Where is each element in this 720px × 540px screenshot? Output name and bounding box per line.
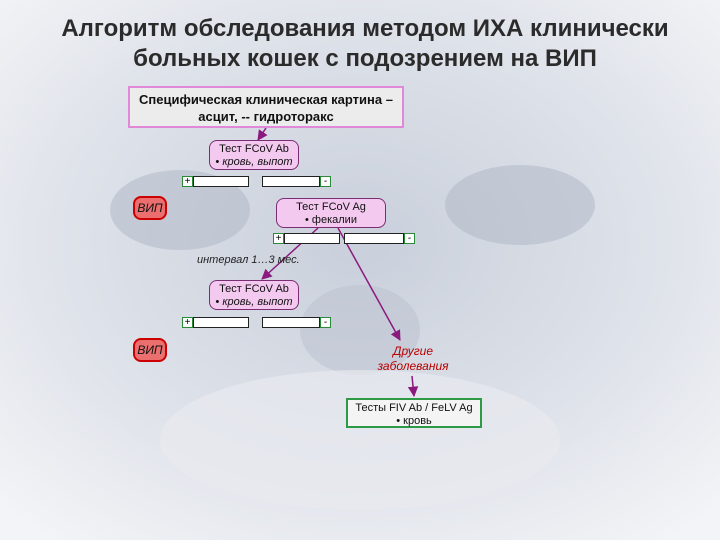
result-bar <box>193 317 249 328</box>
result-bar <box>262 317 320 328</box>
result-bar <box>344 233 404 244</box>
test-sample: • кровь, выпот <box>210 296 298 309</box>
other-diseases-label: Другие заболевания <box>370 344 456 374</box>
vip-result-box-1: ВИП <box>133 196 167 220</box>
positive-sign: + <box>182 317 193 328</box>
test-name: Тесты FIV Ab / FeLV Ag <box>348 402 480 415</box>
result-bar <box>284 233 340 244</box>
negative-sign: - <box>320 317 331 328</box>
test-sample: • кровь, выпот <box>210 156 298 169</box>
positive-sign: + <box>273 233 284 244</box>
interval-label: интервал 1…3 мес. <box>197 254 300 266</box>
vip-result-box-2: ВИП <box>133 338 167 362</box>
clinical-picture-box: Специфическая клиническая картина – асци… <box>128 86 404 128</box>
positive-sign: + <box>182 176 193 187</box>
test-name: Тест FCoV Ab <box>210 283 298 296</box>
result-bar <box>193 176 249 187</box>
fiv-felv-test-box: Тесты FIV Ab / FeLV Ag • кровь <box>346 398 482 428</box>
test-name: Тест FCoV Ag <box>277 201 385 214</box>
test-sample: • кровь <box>348 415 480 428</box>
negative-sign: - <box>404 233 415 244</box>
test-fcov-ag-box: Тест FCoV Ag • фекалии <box>276 198 386 228</box>
test-fcov-ab-box-2: Тест FCoV Ab • кровь, выпот <box>209 280 299 310</box>
test-name: Тест FCoV Ab <box>210 143 298 156</box>
result-bar <box>262 176 320 187</box>
page-title: Алгоритм обследования методом ИХА клинич… <box>40 14 690 74</box>
test-sample: • фекалии <box>277 214 385 227</box>
test-fcov-ab-box-1: Тест FCoV Ab • кровь, выпот <box>209 140 299 170</box>
negative-sign: - <box>320 176 331 187</box>
